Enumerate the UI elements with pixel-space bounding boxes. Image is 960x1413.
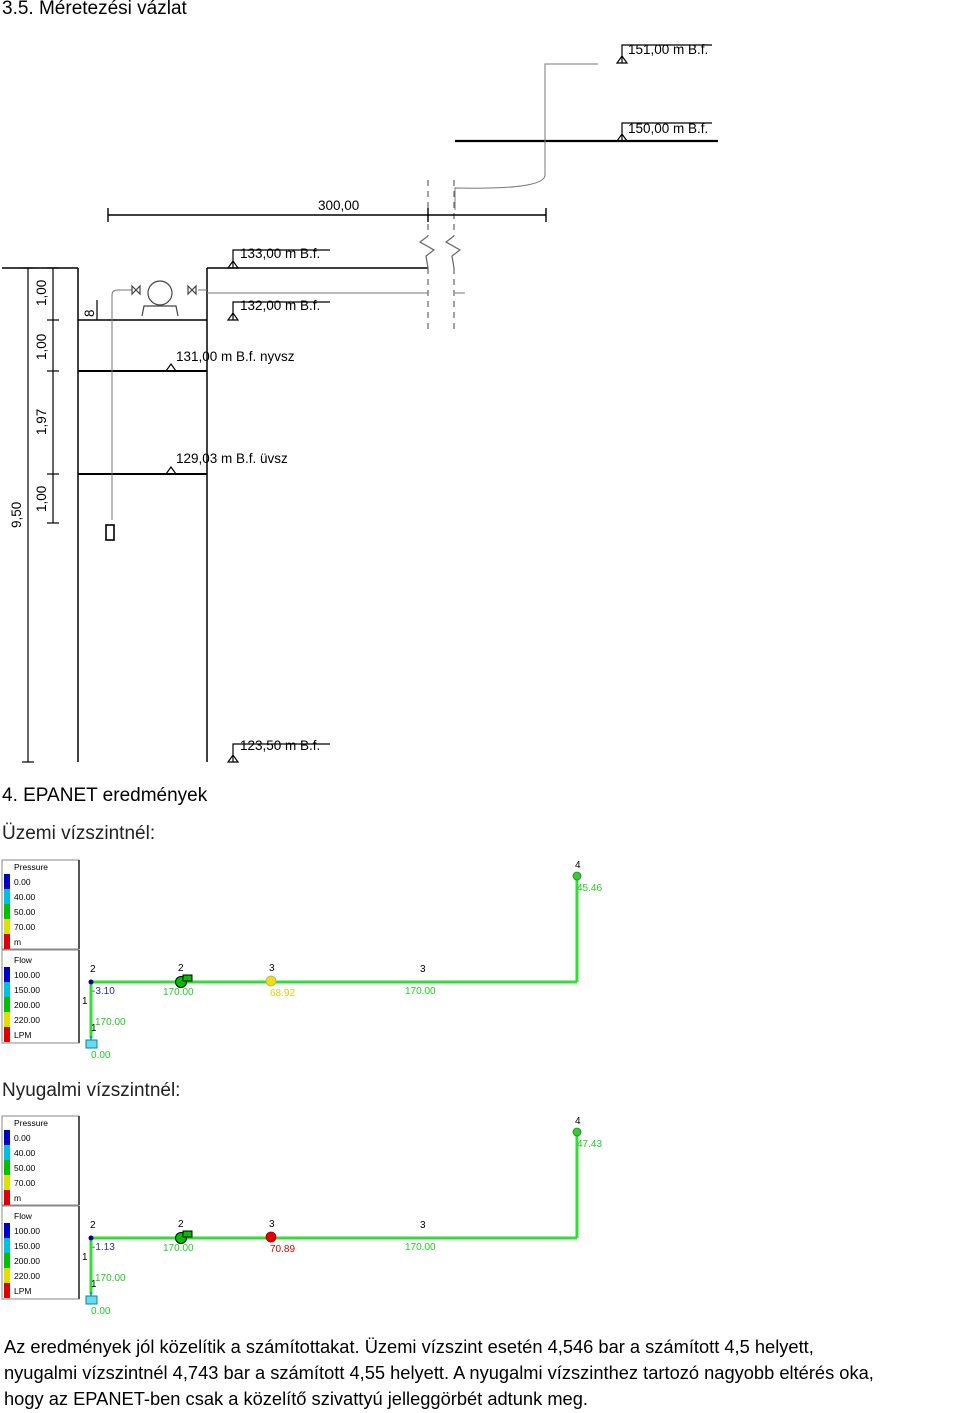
tank-icon [85,1292,98,1305]
elev-131: 131,00 m B.f. nyvsz [176,349,295,364]
svg-text:170.00: 170.00 [163,987,194,998]
elev-132: 132,00 m B.f. [240,298,320,313]
svg-text:70.89: 70.89 [270,1244,295,1255]
svg-text:-3.10: -3.10 [92,986,115,997]
svg-text:200.00: 200.00 [14,1000,40,1010]
svg-text:1: 1 [82,1252,88,1263]
svg-text:2: 2 [178,1219,184,1230]
svg-text:68.92: 68.92 [270,988,295,999]
dim-length: 300,00 [318,198,359,213]
svg-text:150.00: 150.00 [14,985,40,995]
pressure-legend: Pressure 0.00 40.00 50.00 70.00 m [1,1115,80,1206]
paragraph-line: nyugalmi vízszintnél 4,743 bar a számíto… [4,1362,874,1383]
suction-strainer [105,524,115,541]
svg-text:4: 4 [575,1116,581,1127]
dim-total-depth: 9,50 [9,502,24,528]
elev-151: 151,00 m B.f. [628,42,708,57]
svg-text:Flow: Flow [14,1211,33,1221]
svg-text:40.00: 40.00 [14,1148,36,1158]
node-2 [88,1235,94,1241]
paragraph-line: Az eredmények jól közelítik a számította… [4,1336,814,1357]
flow-legend: Flow 100.00 150.00 200.00 220.00 LPM [1,1205,80,1300]
node-4 [572,871,582,881]
svg-text:m: m [14,937,21,947]
svg-text:-1.13: -1.13 [92,1242,115,1253]
svg-text:3: 3 [420,1220,426,1231]
svg-text:2: 2 [90,964,96,975]
svg-text:Pressure: Pressure [14,1118,48,1128]
section-heading-4: 4. EPANET eredmények [2,785,208,806]
dim-top-1: 1,00 [34,280,49,306]
pump-icon [175,974,193,988]
elev-123: 123,50 m B.f. [240,738,320,753]
svg-text:2: 2 [178,963,184,974]
dim-bottom: 1,00 [34,486,49,512]
svg-text:200.00: 200.00 [14,1256,40,1266]
svg-text:LPM: LPM [14,1030,31,1040]
svg-text:2: 2 [90,1220,96,1231]
svg-text:45.46: 45.46 [577,883,602,894]
svg-text:150.00: 150.00 [14,1241,40,1251]
svg-text:170.00: 170.00 [95,1273,126,1284]
dim-top-2: 1,00 [34,334,49,360]
network-pipes [89,876,579,1038]
svg-text:50.00: 50.00 [14,907,36,917]
dimension-sketch: 151,00 m B.f. 150,00 m B.f. 133,00 m B.f… [2,42,718,763]
tank-icon [85,1036,98,1049]
svg-text:220.00: 220.00 [14,1015,40,1025]
run1-caption: Üzemi vízszintnél: [2,823,156,844]
paragraph-line: hogy az EPANET-ben csak a közelítő sziva… [4,1388,588,1409]
svg-text:170.00: 170.00 [163,1243,194,1254]
svg-text:0.00: 0.00 [91,1050,111,1061]
svg-text:40.00: 40.00 [14,892,36,902]
svg-text:1: 1 [91,1023,97,1034]
epanet-network-run1: Pressure 0.00 40.00 50.00 70.00 m Flow 1… [1,859,602,1061]
pump-symbol [131,280,197,317]
svg-text:3: 3 [420,964,426,975]
svg-text:LPM: LPM [14,1286,31,1296]
svg-text:47.43: 47.43 [577,1139,602,1150]
svg-text:Pressure: Pressure [14,862,48,872]
svg-text:3: 3 [269,963,275,974]
pressure-legend: Pressure 0.00 40.00 50.00 70.00 m [1,859,80,950]
node-2 [88,979,94,985]
svg-text:70.00: 70.00 [14,1178,36,1188]
svg-text:0.00: 0.00 [14,1133,31,1143]
elev-133: 133,00 m B.f. [240,246,320,261]
svg-text:1: 1 [82,996,88,1007]
svg-text:170.00: 170.00 [95,1017,126,1028]
node-3 [265,975,277,987]
dim-mid: 1,97 [34,409,49,435]
svg-text:1: 1 [91,1279,97,1290]
svg-text:220.00: 220.00 [14,1271,40,1281]
pump-icon [175,1230,193,1244]
dim-pipe-offset: 8 [82,309,97,317]
svg-text:0.00: 0.00 [91,1306,111,1317]
node-3 [265,1231,277,1243]
svg-text:4: 4 [575,860,581,871]
network-pipes [89,1132,579,1294]
elev-129: 129,03 m B.f. üvsz [176,451,288,466]
svg-text:m: m [14,1193,21,1203]
node-4 [572,1127,582,1137]
flow-legend: Flow 100.00 150.00 200.00 220.00 LPM [1,949,80,1044]
svg-text:0.00: 0.00 [14,877,31,887]
svg-text:100.00: 100.00 [14,1226,40,1236]
section-heading-3-5: 3.5. Méretezési vázlat [2,0,187,19]
svg-text:Flow: Flow [14,955,33,965]
elev-150: 150,00 m B.f. [628,121,708,136]
conclusion-paragraph: Az eredmények jól közelítik a számította… [4,1334,960,1412]
svg-text:50.00: 50.00 [14,1163,36,1173]
svg-text:100.00: 100.00 [14,970,40,980]
svg-text:70.00: 70.00 [14,922,36,932]
run2-caption: Nyugalmi vízszintnél: [2,1080,181,1101]
epanet-network-run2: Pressure 0.00 40.00 50.00 70.00 m Flow 1… [1,1115,602,1317]
svg-text:170.00: 170.00 [405,1242,436,1253]
svg-text:170.00: 170.00 [405,986,436,997]
svg-text:3: 3 [269,1219,275,1230]
